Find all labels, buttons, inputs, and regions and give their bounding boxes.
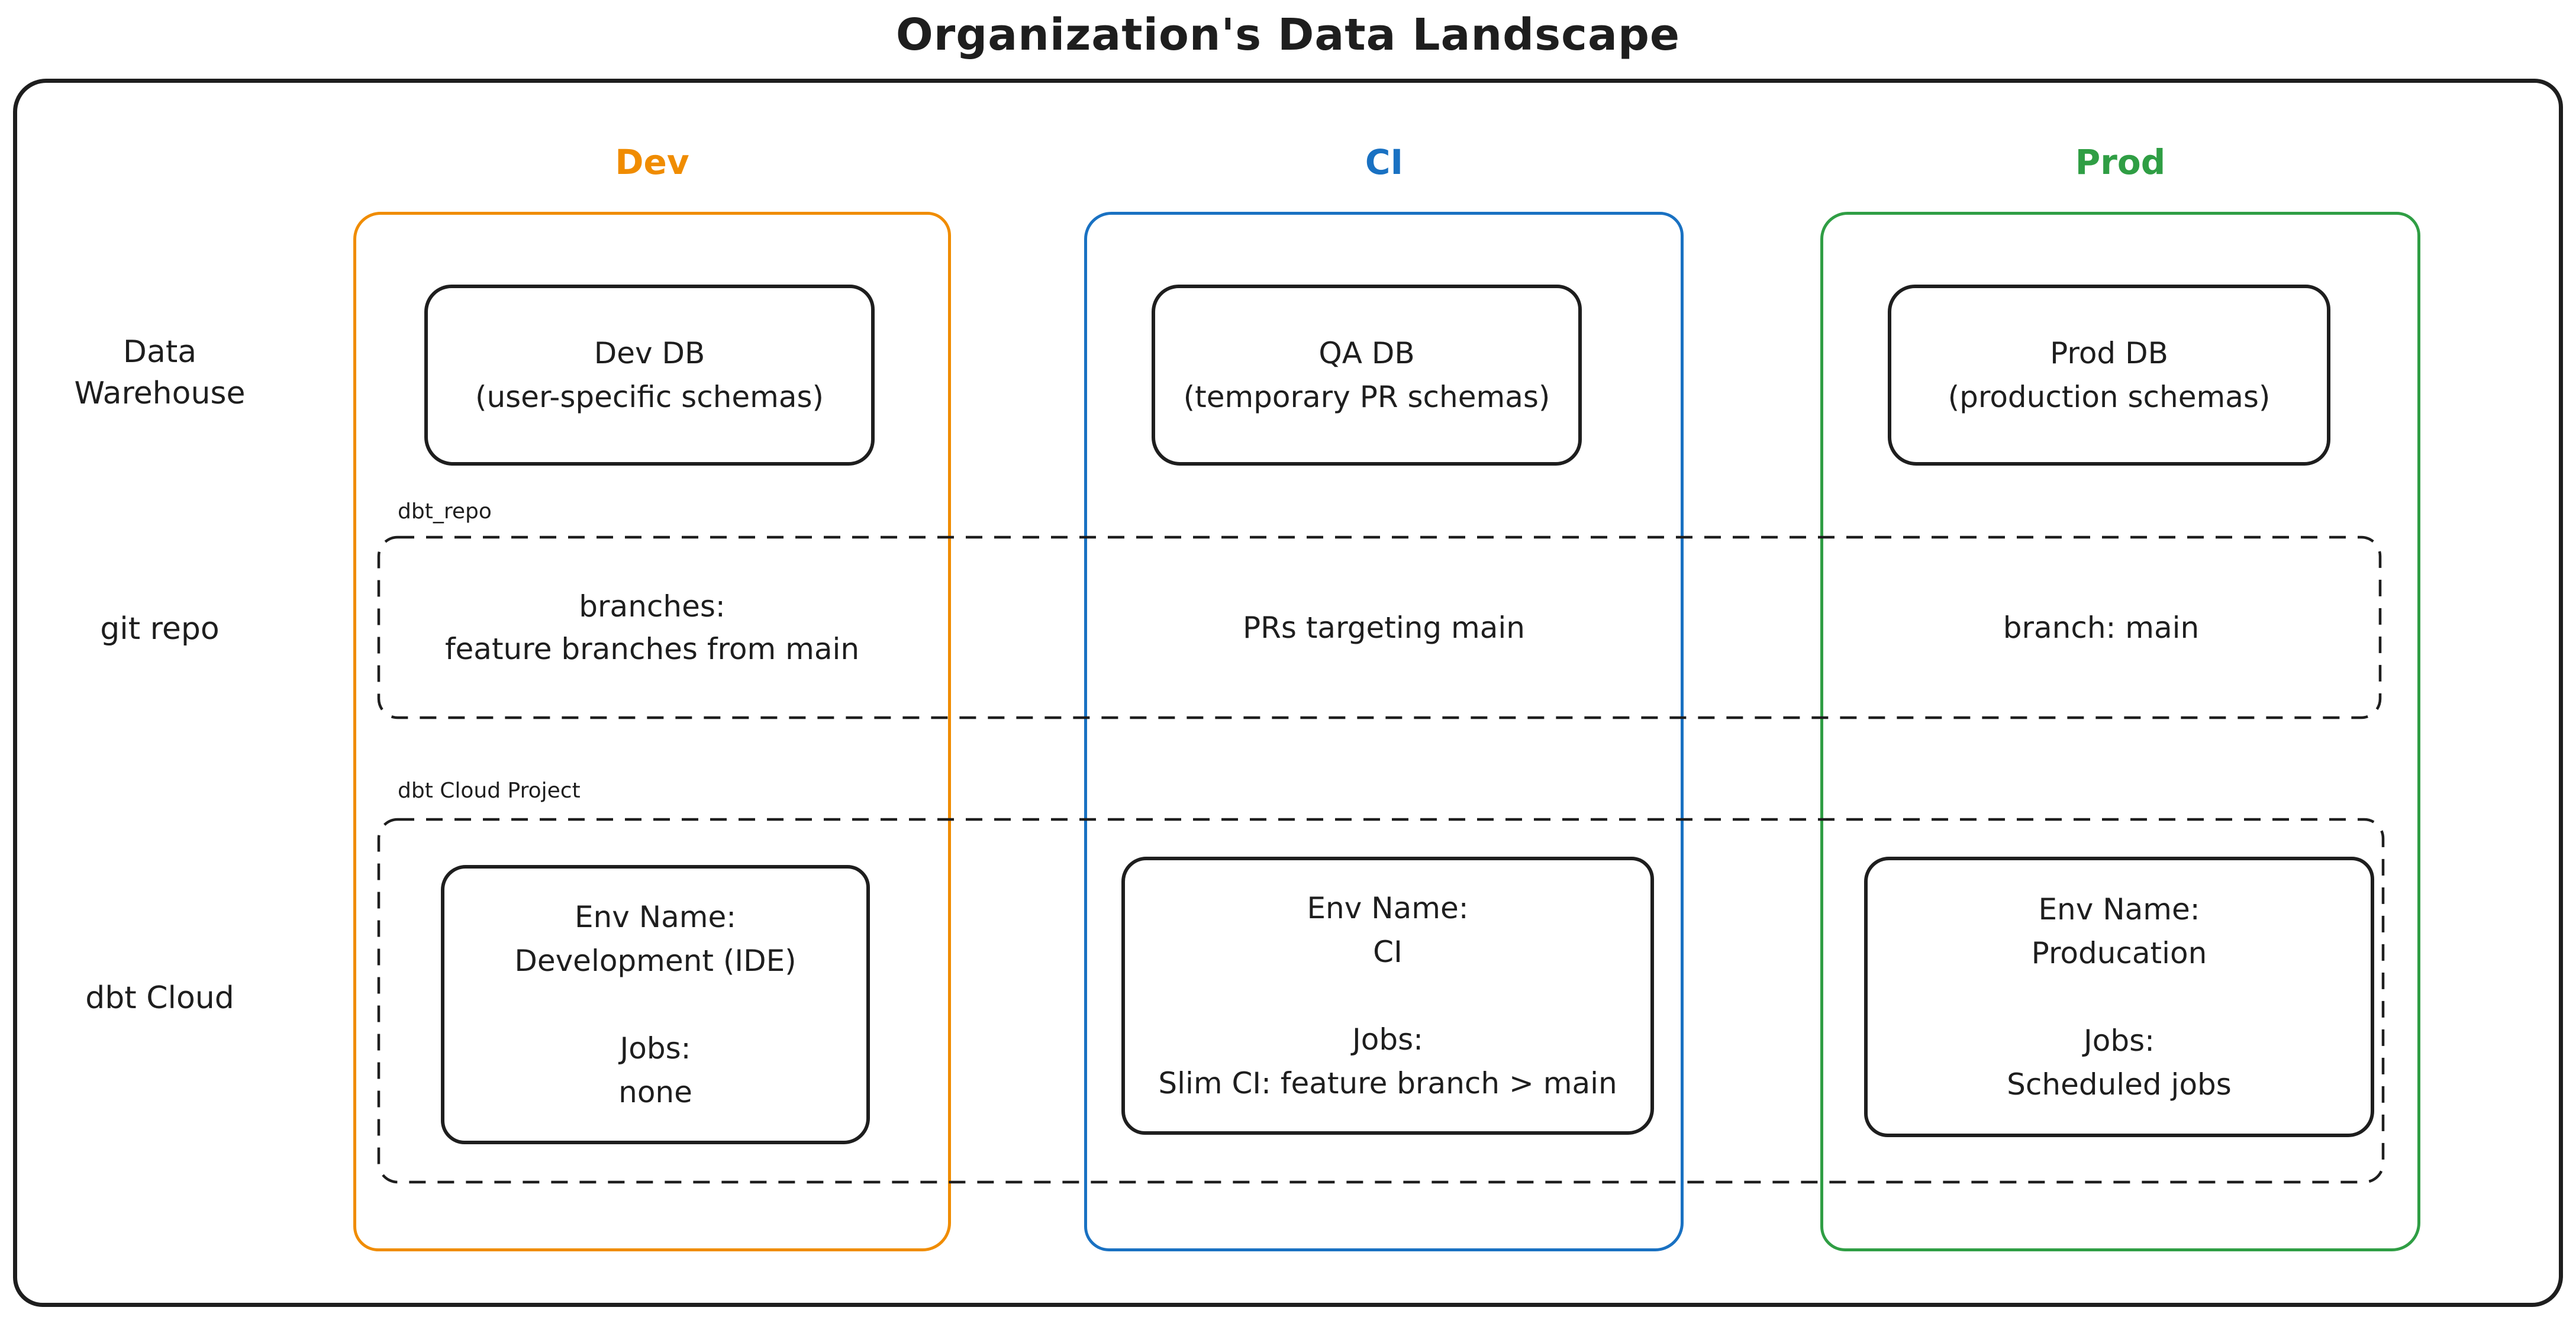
dev-db-subtitle: (user-specific schemas) <box>475 380 824 414</box>
ci-environment-box: Env Name: CI Jobs: Slim CI: feature bran… <box>1121 857 1654 1135</box>
dev-db-box: Dev DB (user-specific schemas) <box>424 285 875 466</box>
column-ci <box>1084 212 1684 1251</box>
qa-db-title: QA DB <box>1318 336 1415 370</box>
dev-environment-box: Env Name: Development (IDE) Jobs: none <box>441 865 870 1144</box>
jobs-value: Slim CI: feature branch > main <box>1158 1066 1617 1100</box>
qa-db-subtitle: (temporary PR schemas) <box>1183 380 1550 414</box>
column-header-ci: CI <box>1365 142 1404 182</box>
row-label-line: git repo <box>100 611 220 647</box>
dbt-cloud-project-dashed-region <box>377 818 2385 1184</box>
jobs-label: Jobs: <box>620 1031 691 1066</box>
column-prod <box>1820 212 2420 1251</box>
dev-git-line: branches: <box>579 589 726 624</box>
dev-git-cell: branches: feature branches from main <box>353 537 951 718</box>
column-header-dev: Dev <box>615 142 689 182</box>
git-repo-region-label: dbt_repo <box>398 499 492 524</box>
env-name-label: Env Name: <box>2038 892 2200 927</box>
env-name-value: Producation <box>2031 936 2207 970</box>
prod-db-subtitle: (production schemas) <box>1948 380 2271 414</box>
row-label-git-repo: git repo <box>36 608 284 650</box>
prod-db-title: Prod DB <box>2050 336 2168 370</box>
prod-git-line: branch: main <box>2003 610 2200 645</box>
row-label-dbt-cloud: dbt Cloud <box>36 977 284 1019</box>
row-label-line: Warehouse <box>74 376 246 411</box>
spacer-line <box>444 983 866 1027</box>
diagram-title: Organization's Data Landscape <box>895 9 1681 60</box>
ci-git-cell: PRs targeting main <box>1084 537 1684 718</box>
row-label-data-warehouse: Data Warehouse <box>36 331 284 414</box>
column-dev <box>353 212 951 1251</box>
env-name-label: Env Name: <box>574 900 737 934</box>
ci-git-line: PRs targeting main <box>1242 610 1525 645</box>
qa-db-box: QA DB (temporary PR schemas) <box>1152 285 1582 466</box>
spacer-line <box>1125 974 1650 1018</box>
dbt-cloud-project-region-label: dbt Cloud Project <box>398 779 581 803</box>
prod-db-box: Prod DB (production schemas) <box>1888 285 2330 466</box>
env-name-label: Env Name: <box>1307 891 1469 925</box>
jobs-label: Jobs: <box>1352 1022 1423 1057</box>
outer-frame <box>13 79 2563 1307</box>
row-label-line: dbt Cloud <box>85 980 234 1016</box>
jobs-value: none <box>618 1075 692 1109</box>
dev-db-title: Dev DB <box>594 336 705 370</box>
env-name-value: CI <box>1373 935 1403 969</box>
row-label-line: Data <box>122 334 197 370</box>
dev-git-line: feature branches from main <box>444 631 860 666</box>
jobs-value: Scheduled jobs <box>2007 1067 2232 1102</box>
env-name-value: Development (IDE) <box>514 944 797 978</box>
prod-environment-box: Env Name: Producation Jobs: Scheduled jo… <box>1864 857 2374 1137</box>
git-repo-dashed-region <box>377 535 2382 719</box>
prod-git-cell: branch: main <box>1820 537 2382 718</box>
column-header-prod: Prod <box>2075 142 2166 182</box>
jobs-label: Jobs: <box>2084 1024 2155 1058</box>
spacer-line <box>1868 975 2371 1019</box>
